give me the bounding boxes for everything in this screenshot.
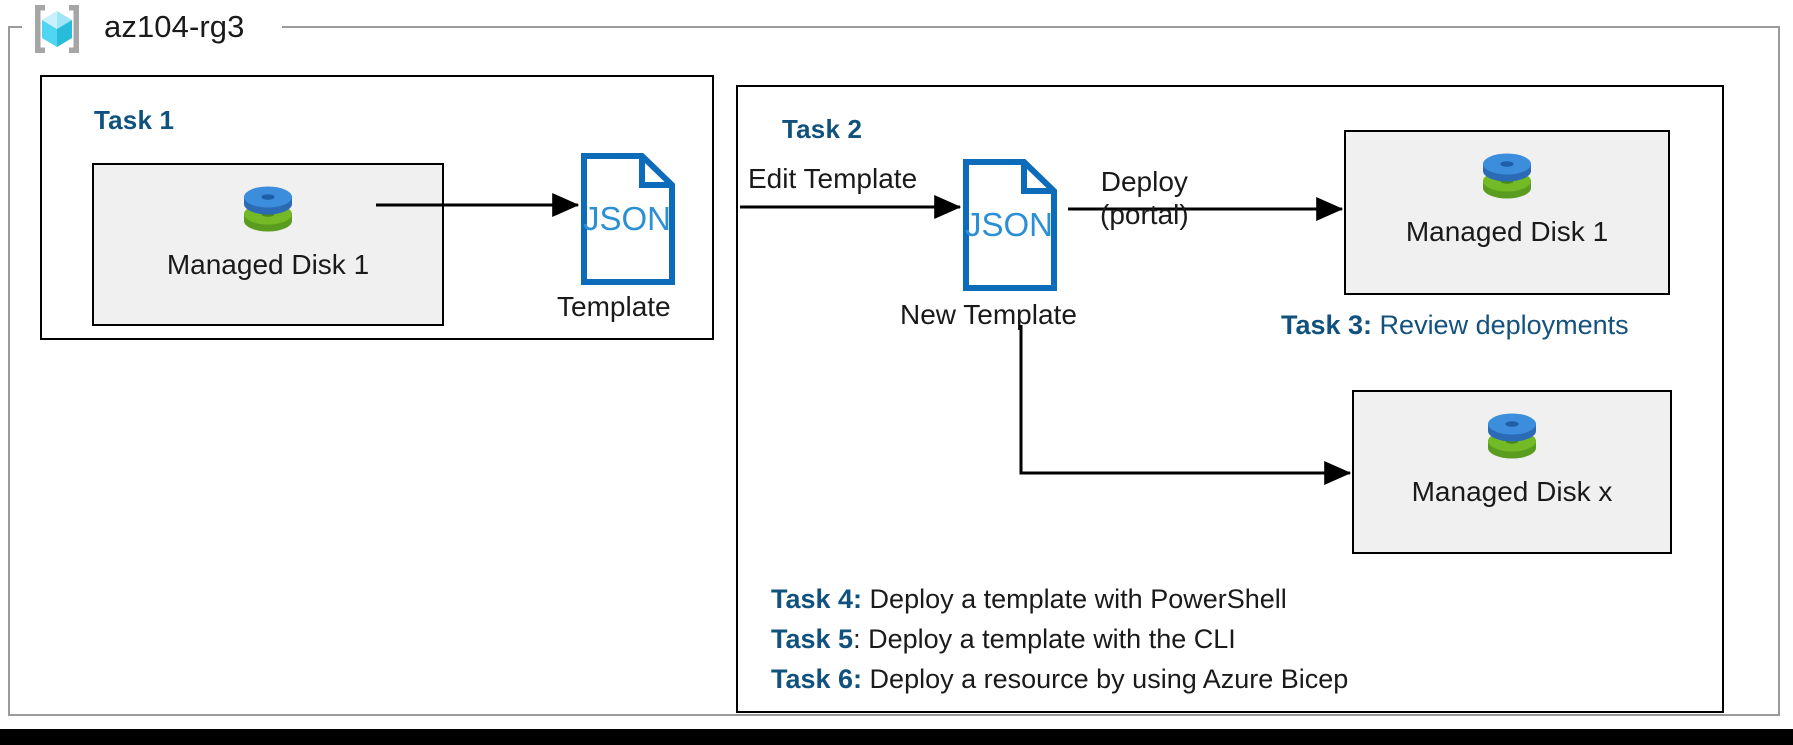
managed-disk-icon — [237, 177, 299, 244]
note-task-5-text: : Deploy a template with the CLI — [853, 624, 1236, 654]
note-task-3: Task 3: Review deployments — [1281, 305, 1629, 345]
task2-heading: Task 2 — [782, 114, 863, 144]
note-task-6-tag: Task 6: — [771, 664, 863, 694]
deploy-arrow-label-line1: Deploy — [1100, 166, 1188, 197]
svg-text:JSON: JSON — [583, 200, 671, 237]
bottom-black-strip — [0, 729, 1793, 745]
note-task-6: Task 6: Deploy a resource by using Azure… — [771, 659, 1348, 699]
managed-disk-icon — [1481, 404, 1543, 471]
managed-disk-card-source: Managed Disk 1 — [92, 163, 444, 326]
deploy-arrow-label: Deploy (portal) — [1100, 165, 1189, 231]
note-task-4: Task 4: Deploy a template with PowerShel… — [771, 579, 1287, 619]
note-task-4-text: Deploy a template with PowerShell — [862, 584, 1287, 614]
template-caption: Template — [557, 291, 671, 322]
svg-text:JSON: JSON — [965, 206, 1053, 243]
managed-disk-card-deployed-secondary-label: Managed Disk x — [1411, 476, 1613, 507]
managed-disk-card-deployed-secondary: Managed Disk x — [1352, 390, 1672, 554]
note-task-6-text: Deploy a resource by using Azure Bicep — [862, 664, 1349, 694]
deploy-arrow-label-line2: (portal) — [1100, 199, 1189, 230]
note-task-3-tag: Task 3: — [1281, 310, 1373, 340]
task1-group-box — [40, 75, 714, 340]
note-task-5: Task 5: Deploy a template with the CLI — [771, 619, 1236, 659]
edit-template-arrow-label: Edit Template — [748, 163, 918, 194]
resource-group-name: az104-rg3 — [104, 9, 245, 44]
managed-disk-card-deployed-primary: Managed Disk 1 — [1344, 130, 1670, 295]
task1-heading: Task 1 — [94, 105, 175, 135]
json-file-icon-template: JSON — [580, 152, 676, 286]
managed-disk-card-source-label: Managed Disk 1 — [166, 249, 370, 280]
azure-resource-group-icon — [28, 2, 86, 56]
note-task-4-tag: Task 4: — [771, 584, 863, 614]
task2-group-box — [736, 85, 1724, 713]
json-file-icon-new-template: JSON — [962, 158, 1058, 292]
resource-group-frame — [8, 26, 1780, 716]
note-task-5-tag: Task 5 — [771, 624, 854, 654]
note-task-3-text: Review deployments — [1372, 310, 1629, 340]
managed-disk-card-deployed-primary-label: Managed Disk 1 — [1405, 216, 1609, 247]
new-template-caption: New Template — [900, 299, 1077, 330]
managed-disk-icon — [1476, 144, 1538, 211]
